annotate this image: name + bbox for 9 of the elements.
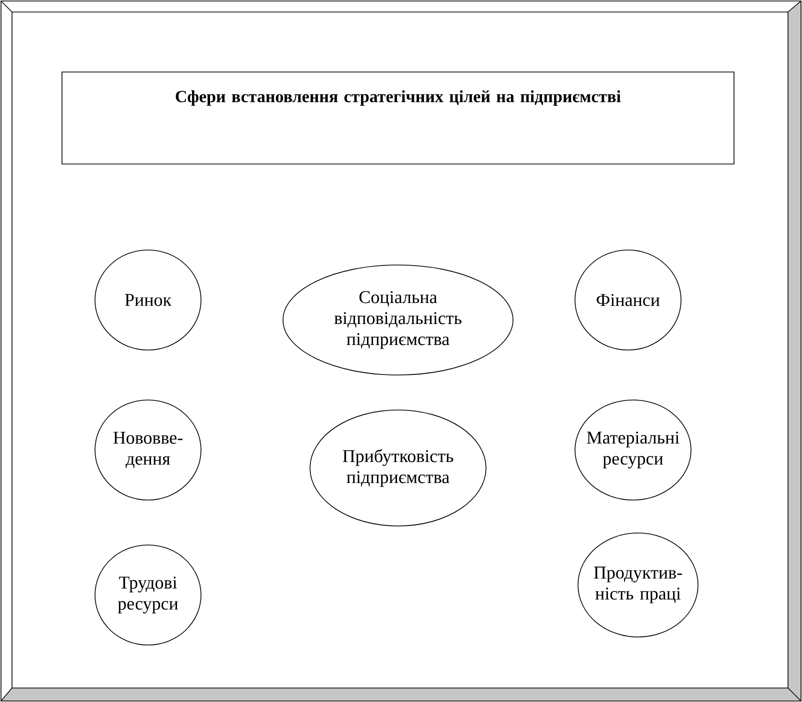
- ellipse-node: Ринок: [94, 250, 202, 350]
- title-box: Сфери встановлення стратегічних цілей на підприємстві: [62, 72, 734, 164]
- ellipse-node: Матеріальні ресурси: [574, 400, 692, 500]
- ellipse-node: Трудові ресурси: [94, 544, 202, 646]
- ellipse-node: Соціальна відповідальність підприємства: [282, 264, 514, 376]
- ellipse-node: Продуктив-ність праці: [578, 532, 698, 638]
- ellipse-node: Нововве-дення: [94, 400, 202, 500]
- ellipse-node: Фінанси: [574, 250, 682, 350]
- ellipse-node: Прибутковість підприємства: [310, 410, 486, 526]
